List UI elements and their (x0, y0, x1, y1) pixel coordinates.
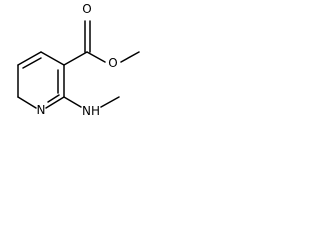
pyridine-ring (17, 51, 65, 109)
ring-bond-c3-c2 (45, 96, 65, 109)
carbonyl-oxygen-label: O (82, 2, 91, 16)
ring-bond-c5-c4 (40, 51, 65, 66)
ring-bond-c6-c5-inner (22, 57, 42, 69)
ring-nitrogen-label: N (37, 103, 46, 117)
bond-carbonyl-to-ester-o (86, 51, 106, 63)
ester-oxygen-label: O (108, 56, 117, 70)
bond-ring-to-nh (63, 96, 82, 108)
ring-bond-n1-c6 (17, 96, 37, 109)
bond-nh-to-methyl (100, 96, 120, 108)
ester-group (63, 20, 140, 66)
ring-bond-c6-c5 (17, 51, 42, 66)
molecule-structure: N O O NH (17, 2, 140, 118)
bond-ring-to-carbonyl (63, 51, 88, 66)
amine-group (63, 96, 120, 108)
bond-ester-o-to-methyl (120, 51, 140, 63)
amine-nh-label: NH (82, 104, 100, 118)
ring-bond-n1-c2-inner (47, 94, 60, 103)
